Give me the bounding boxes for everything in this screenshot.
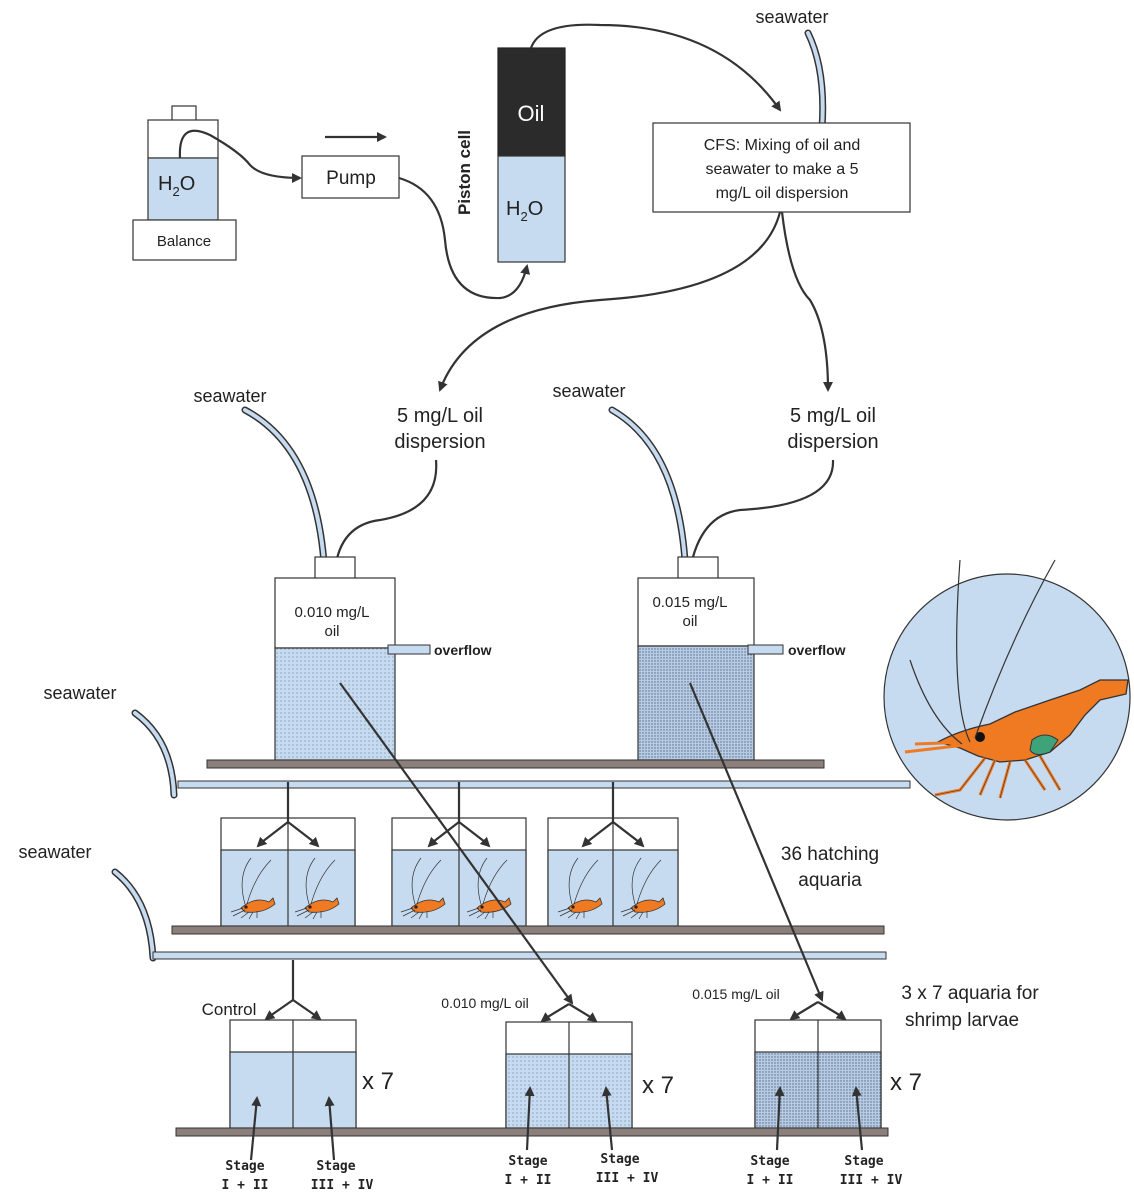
- dispersion-to-tank1-arrow: [330, 459, 438, 572]
- shrimp-illustration: [883, 559, 1131, 821]
- stage-a2-label-2: III + IV: [311, 1178, 374, 1193]
- cfs-to-right-dispersion-arrow: [780, 211, 833, 392]
- split-arrow-0010: [545, 1003, 593, 1019]
- pump-box: [301, 155, 400, 199]
- tank1-label-1: 0.010 mg/L: [294, 604, 369, 621]
- stage-b2-label-2: III + IV: [596, 1171, 659, 1186]
- tank2-to-larvae-arrow: [688, 682, 824, 1002]
- control-label: Control: [202, 1000, 257, 1019]
- seawater-manifold-2: [152, 951, 887, 960]
- seawater-top-label: seawater: [755, 7, 828, 27]
- dispersion-to-tank2-arrow: [686, 459, 835, 572]
- right-dispersion-label-1: 5 mg/L oil: [790, 405, 876, 427]
- cfs-box: [652, 122, 911, 213]
- split-arrow-0015: [794, 1001, 842, 1017]
- balance-bottle: [132, 105, 237, 261]
- stage-arrow-c2: [851, 1086, 864, 1151]
- larvae-label-1: 3 x 7 aquaria for: [901, 983, 1039, 1004]
- left-dispersion-label-1: 5 mg/L oil: [397, 405, 483, 427]
- bottle-h2o-label: H2O: [158, 173, 195, 199]
- stage-b2-label-1: Stage: [600, 1152, 639, 1167]
- stage-a1-label-1: Stage: [225, 1159, 264, 1174]
- tank2-label-1: 0.015 mg/L: [652, 594, 727, 611]
- larvae-aquaria-0010: [505, 1021, 633, 1129]
- seawater-left-tank-label: seawater: [193, 386, 266, 406]
- piston-to-cfs-tube: [529, 23, 782, 112]
- stage-c1-label-2: I + II: [747, 1173, 794, 1188]
- shelf-top: [206, 759, 825, 769]
- oil-label: Oil: [518, 101, 545, 126]
- stage-arrow-c1: [774, 1086, 785, 1151]
- pump-label: Pump: [326, 168, 376, 189]
- stage-arrow-b1: [524, 1086, 535, 1151]
- seawater-mid-tank-label: seawater: [552, 381, 625, 401]
- stage-a2-label-1: Stage: [316, 1159, 355, 1174]
- x7-0015: x 7: [890, 1069, 922, 1096]
- overflow1-label: overflow: [434, 642, 492, 658]
- stage-arrow-a2: [324, 1096, 336, 1161]
- seawater-tube-row2: [111, 868, 157, 962]
- seawater-row2-label: seawater: [18, 842, 91, 862]
- x7-0010: x 7: [642, 1072, 674, 1099]
- seawater-row1-label: seawater: [43, 683, 116, 703]
- hatching-label-2: aquaria: [798, 870, 862, 891]
- piston-cell: [497, 47, 566, 263]
- stage-arrow-a1: [249, 1096, 262, 1161]
- stage-c2-label-1: Stage: [844, 1154, 883, 1169]
- overflow2-label: overflow: [788, 642, 846, 658]
- split-arrow-control: [269, 960, 317, 1017]
- larvae-label-2: shrimp larvae: [905, 1010, 1019, 1031]
- cfs-to-left-dispersion-arrow: [438, 211, 782, 392]
- tank1-label-2: oil: [324, 623, 339, 640]
- tank1-to-larvae-arrow: [339, 682, 574, 1005]
- larvae-aquaria-0015: [754, 1019, 882, 1129]
- left-dispersion-label-2: dispersion: [394, 431, 485, 453]
- piston-h2o-label: H2O: [506, 198, 543, 224]
- pump-to-piston-tube: [398, 176, 531, 300]
- stage-b1-label-1: Stage: [508, 1154, 547, 1169]
- piston-cell-label: Piston cell: [455, 130, 474, 215]
- cfs-label-line3: mg/L oil dispersion: [716, 185, 849, 202]
- stage-a1-label-2: I + II: [222, 1178, 269, 1193]
- cfs-label-line1: CFS: Mixing of oil and: [704, 137, 861, 154]
- stage-c2-label-2: III + IV: [840, 1173, 903, 1188]
- oil015-label: 0.015 mg/L oil: [692, 986, 779, 1002]
- oil010-label: 0.010 mg/L oil: [441, 995, 528, 1011]
- larvae-aquaria-control: [229, 1019, 357, 1129]
- tank-0015: [637, 556, 784, 761]
- bottle-to-pump-tube: [178, 129, 302, 183]
- tank2-label-2: oil: [682, 613, 697, 630]
- stage-c1-label-1: Stage: [750, 1154, 789, 1169]
- shelf-middle: [171, 925, 885, 935]
- right-dispersion-label-2: dispersion: [787, 431, 878, 453]
- seawater-manifold-1: [177, 780, 911, 789]
- x7-control: x 7: [362, 1068, 394, 1095]
- shelf-bottom: [175, 1127, 889, 1137]
- hatching-label-1: 36 hatching: [781, 844, 879, 865]
- stage-arrow-b2: [601, 1086, 614, 1151]
- stage-b1-label-2: I + II: [505, 1173, 552, 1188]
- balance-label: Balance: [157, 233, 211, 250]
- cfs-label-line2: seawater to make a 5: [706, 161, 859, 178]
- tank-0010: [274, 556, 431, 761]
